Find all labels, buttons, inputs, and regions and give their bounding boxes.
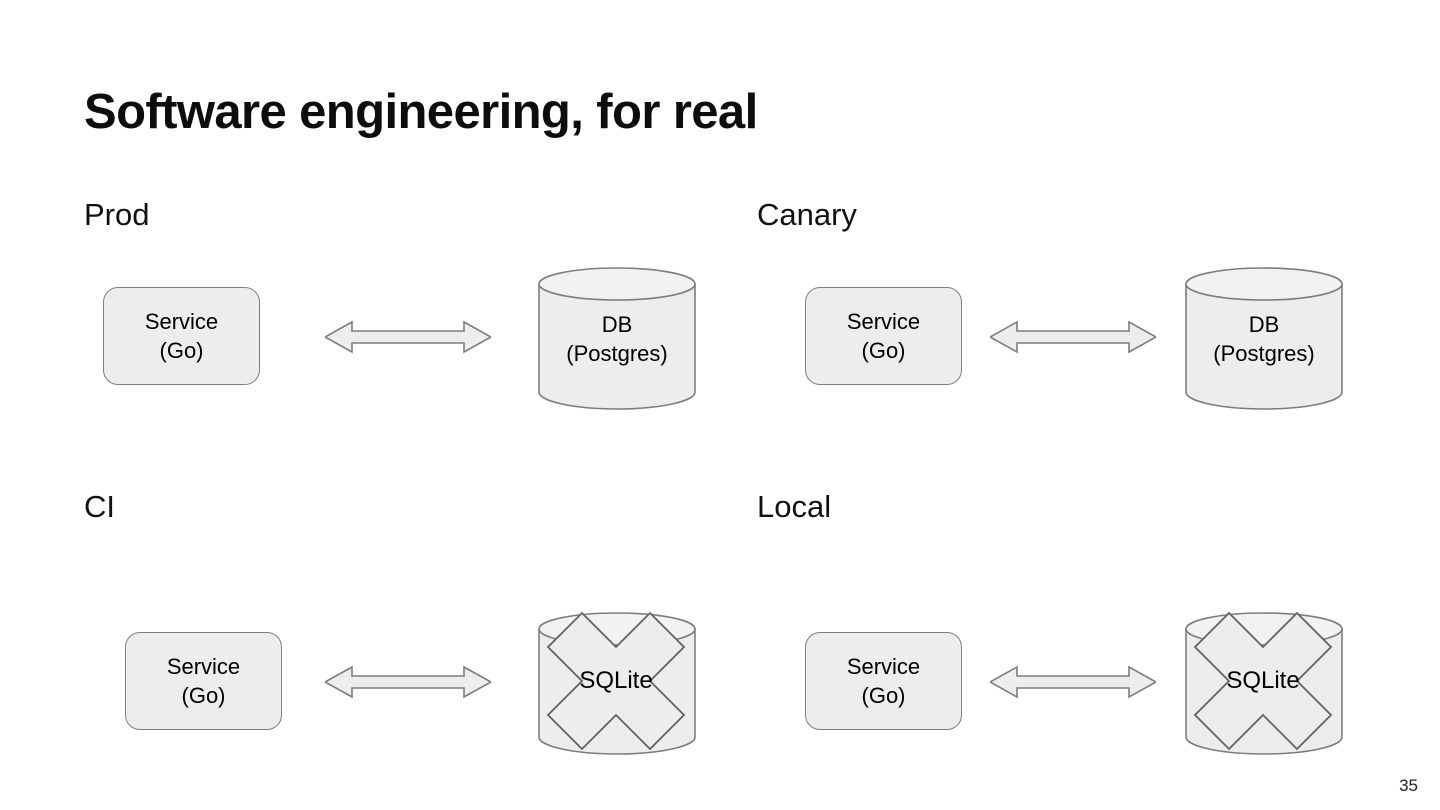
service-name: Service — [846, 308, 921, 334]
service-language: (Go) — [159, 338, 204, 363]
section-label-prod: Prod — [84, 197, 150, 232]
service-name: Service — [166, 653, 241, 679]
section-label-canary: Canary — [757, 197, 857, 232]
page-number: 35 — [1399, 776, 1418, 795]
connector-arrow-prod — [323, 320, 493, 354]
cross-out-icon — [520, 585, 712, 777]
connector-arrow-canary — [988, 320, 1158, 354]
database-cylinder-canary: DB (Postgres) — [1185, 267, 1343, 410]
section-label-local: Local — [757, 489, 832, 524]
database-cylinder-prod: DB (Postgres) — [538, 267, 696, 410]
cross-out-icon — [1167, 585, 1359, 777]
section-label-ci: CI — [84, 489, 115, 524]
service-box-local: Service (Go) — [805, 632, 962, 730]
service-box-prod: Service (Go) — [103, 287, 260, 385]
service-language: (Go) — [861, 338, 906, 363]
service-box-canary: Service (Go) — [805, 287, 962, 385]
service-box-ci: Service (Go) — [125, 632, 282, 730]
connector-arrow-local — [988, 665, 1158, 699]
service-language: (Go) — [181, 683, 226, 708]
connector-arrow-ci — [323, 665, 493, 699]
service-language: (Go) — [861, 683, 906, 708]
service-name: Service — [144, 308, 219, 334]
service-name: Service — [846, 653, 921, 679]
slide-title: Software engineering, for real — [84, 85, 758, 139]
